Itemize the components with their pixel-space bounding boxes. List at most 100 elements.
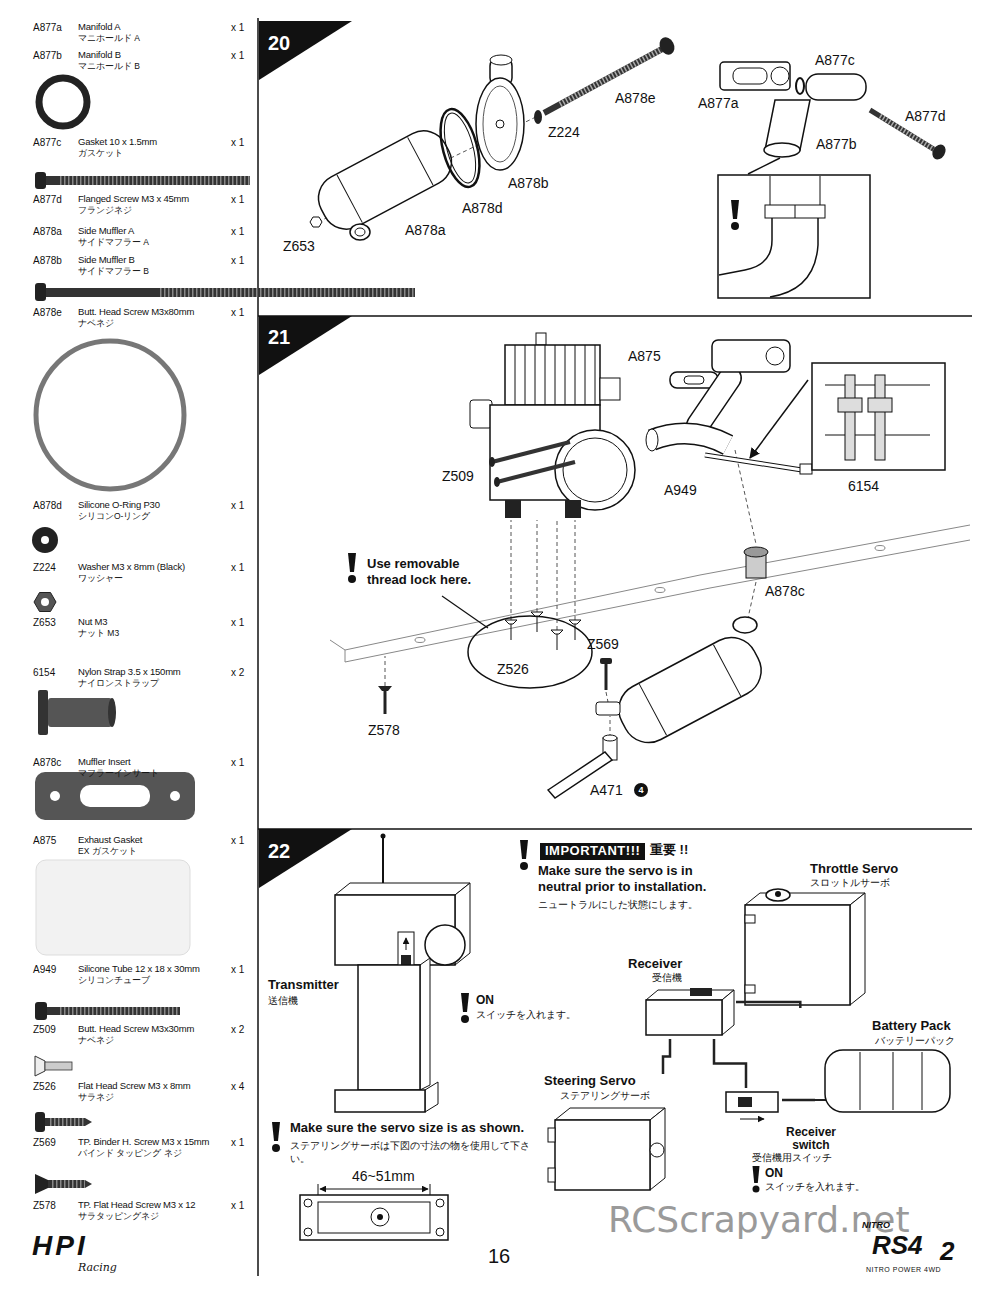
callout-label: Z509 xyxy=(442,468,474,484)
assembly-line xyxy=(385,656,386,686)
flat-screw xyxy=(511,624,512,640)
part-name: Silicone O-Ring P30 xyxy=(78,500,160,511)
part-code: A877d xyxy=(33,194,62,206)
manifold-b xyxy=(764,143,800,157)
engine xyxy=(515,345,516,405)
leader-arrow xyxy=(750,380,808,458)
transmitter xyxy=(406,938,407,950)
servo-size-figure xyxy=(377,1214,383,1220)
side-muffler-b xyxy=(496,120,504,128)
part-name: TP. Binder H. Screw M3 x 15mm xyxy=(78,1137,209,1148)
step-badge xyxy=(259,21,352,80)
silicone-tube-icon xyxy=(36,860,190,955)
flat-screw xyxy=(569,620,581,624)
switch-note: ON xyxy=(476,994,494,1008)
steering-servo xyxy=(548,1168,555,1182)
manifold xyxy=(698,340,790,425)
screw-icon xyxy=(60,176,250,185)
engine xyxy=(565,345,566,405)
callout-label: Z224 xyxy=(548,124,580,140)
servo-size-figure xyxy=(318,1202,430,1233)
step-panel: 20 xyxy=(260,22,970,304)
leader-arrow xyxy=(750,380,808,458)
quantity: x 1 xyxy=(231,255,244,267)
product-logo: RS4 xyxy=(872,1232,923,1258)
flat-screw-icon xyxy=(35,1056,72,1076)
engine xyxy=(565,500,581,518)
nut-icon xyxy=(34,593,56,612)
assembly-line xyxy=(537,520,538,612)
detail-inset xyxy=(765,205,825,218)
exhaust-gasket-icon xyxy=(50,791,60,801)
muffler-insert-icon xyxy=(48,698,112,727)
engine xyxy=(600,378,620,400)
tapping-screw-icon xyxy=(35,1112,92,1132)
flat-screw-icon xyxy=(35,1056,45,1076)
chassis-plate xyxy=(875,546,885,551)
callout-label: Z526 xyxy=(497,661,529,677)
side-muffler-b xyxy=(490,55,512,65)
part-name-jp: ナット M3 xyxy=(78,629,119,639)
tapping-screw xyxy=(600,658,612,664)
quantity: x 1 xyxy=(231,562,244,574)
servo-size-figure xyxy=(436,1228,444,1236)
node-heading: IMPORTANT!!! xyxy=(545,844,640,859)
receiver xyxy=(722,990,734,1035)
chassis-plate xyxy=(655,588,665,593)
product-logo: 2 xyxy=(940,1238,954,1264)
part-name-jp: シリコンチューブ xyxy=(78,976,150,986)
battery-pack xyxy=(860,1052,861,1110)
switch-unit: Receiver switch受信機用スイッチ xyxy=(722,1088,782,1116)
part-name: Flanged Screw M3 x 45mm xyxy=(78,194,189,205)
quantity: x 1 xyxy=(231,137,244,149)
warning-icon xyxy=(753,1166,760,1183)
wire xyxy=(736,1002,800,1008)
engine xyxy=(575,345,576,405)
callout-label: A877a xyxy=(698,95,738,111)
engine xyxy=(535,345,536,405)
nut-icon xyxy=(34,593,56,612)
nut-icon xyxy=(41,598,49,606)
node-subtitle: 受信機用スイッチ xyxy=(752,1153,832,1164)
transmitter-unit: Transmitter送信機 xyxy=(268,836,473,1112)
part-code: Z578 xyxy=(33,1200,56,1212)
muffler-insert xyxy=(744,547,768,578)
washer-icon xyxy=(32,527,58,553)
servo-size-figure xyxy=(320,1189,428,1190)
warning-icon xyxy=(348,553,356,572)
screw-icon xyxy=(47,1007,180,1015)
part-name-jp: サイドマフラー A xyxy=(78,238,149,248)
warning-icon xyxy=(731,200,739,219)
part-name: Butt. Head Screw M3x30mm xyxy=(78,1024,194,1035)
washer-icon xyxy=(32,527,58,553)
tapping-screw xyxy=(384,691,387,714)
receiver xyxy=(646,1000,722,1035)
tapping-screw-icon xyxy=(50,1118,85,1126)
part-code: A878b xyxy=(33,255,62,267)
washer xyxy=(534,110,542,124)
transmitter xyxy=(425,925,465,965)
frame-line xyxy=(258,18,972,1276)
part-code: A949 xyxy=(33,964,56,976)
receiver xyxy=(646,988,734,1035)
part-name: TP. Flat Head Screw M3 x 12 xyxy=(78,1200,195,1211)
transmitter xyxy=(382,836,384,888)
steering-servo xyxy=(548,1128,555,1142)
side-muffler xyxy=(310,122,460,237)
callout-label: Z569 xyxy=(587,636,619,652)
step-badge xyxy=(259,829,352,888)
important-jp: 重要 !! xyxy=(650,842,688,858)
manifold-a xyxy=(720,62,790,90)
flat-screw xyxy=(537,616,538,632)
throttle-servo xyxy=(745,893,865,905)
washer-icon xyxy=(41,536,49,544)
part-name: Washer M3 x 8mm (Black) xyxy=(78,562,185,573)
screw-icon xyxy=(35,172,46,189)
battery-pack xyxy=(922,1052,923,1110)
warning-note: Make sure the servo size is as shown. xyxy=(290,1120,550,1136)
part-name: Manifold B xyxy=(78,50,121,61)
important-badge: IMPORTANT!!! xyxy=(540,843,645,860)
throttle-servo xyxy=(745,985,755,993)
quantity: x 1 xyxy=(231,500,244,512)
screw-icon xyxy=(46,288,415,297)
